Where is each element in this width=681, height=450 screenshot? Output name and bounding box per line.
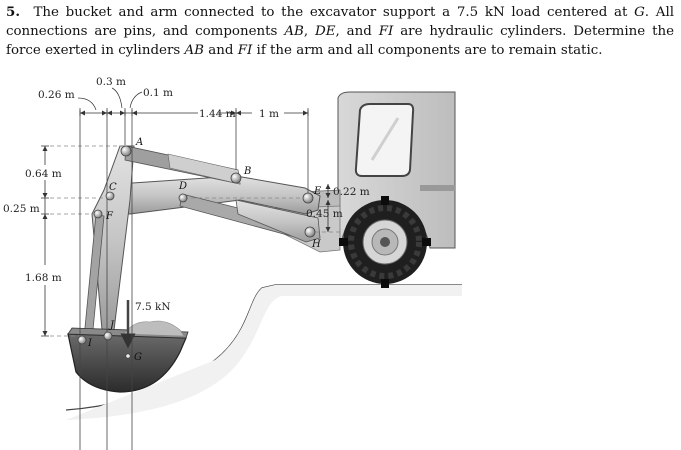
ground-fill [66, 285, 462, 420]
dim-0-1: 0.1 m [143, 87, 173, 99]
pin-b [230, 172, 242, 184]
label-a: A [135, 137, 143, 148]
dim-0-26: 0.26 m [38, 89, 75, 101]
problem-text-2: . All connections are pins, and componen… [6, 5, 675, 39]
reference-lines [50, 145, 340, 337]
dim-1-44: 1.44 m [199, 108, 236, 120]
pin-c [105, 191, 115, 201]
label-c: C [109, 182, 117, 193]
problem-statement: 5. The bucket and arm connected to the e… [6, 3, 674, 60]
dim-1-68: 1.68 m [25, 272, 62, 284]
label-i: I [87, 338, 93, 349]
label-f: F [105, 211, 114, 222]
truck-wheel [339, 196, 431, 288]
problem-text-3: , and [335, 24, 379, 39]
pin-i [77, 335, 87, 345]
point-g-ref: G [634, 5, 645, 20]
component-fi-ref: FI [378, 24, 394, 39]
dim-arrowheads [80, 110, 308, 116]
component-ab-ref-2: AB [184, 43, 204, 58]
label-d: D [178, 181, 187, 192]
problem-text-4: are hydraulic cylinders. Determine the f… [6, 24, 674, 58]
label-j: J [108, 320, 115, 331]
problem-text-5: and [204, 43, 238, 58]
pin-e [302, 192, 314, 204]
pin-a [120, 145, 132, 157]
load-label: 7.5 kN [135, 301, 171, 313]
dim-0-3: 0.3 m [96, 76, 126, 88]
problem-number: 5. [6, 4, 20, 20]
pin-g [125, 353, 131, 359]
problem-text-6: if the arm and all components are to rem… [252, 43, 603, 58]
dim-0-22: 0.22 m [333, 186, 370, 198]
extension-lines [79, 108, 309, 450]
label-e: E [313, 186, 322, 197]
pin-f [93, 209, 103, 219]
pin-j [103, 331, 113, 341]
label-b: B [243, 166, 251, 177]
component-ab-ref: AB [284, 24, 304, 39]
component-de-ref: DE [314, 24, 336, 39]
dim-0-64: 0.64 m [25, 168, 62, 180]
dim-0-45: 0.45 m [306, 208, 343, 220]
dim-1: 1 m [259, 108, 279, 120]
component-fi-ref-2: FI [237, 43, 253, 58]
dim-0-25: 0.25 m [3, 203, 40, 215]
label-h: H [311, 239, 321, 250]
pin-h [304, 226, 316, 238]
comma: , [303, 24, 315, 39]
label-g: G [134, 352, 142, 363]
pins [77, 145, 316, 359]
problem-text-1: The bucket and arm connected to the exca… [33, 5, 635, 20]
pin-d [178, 193, 188, 203]
bucket-load [123, 320, 185, 337]
